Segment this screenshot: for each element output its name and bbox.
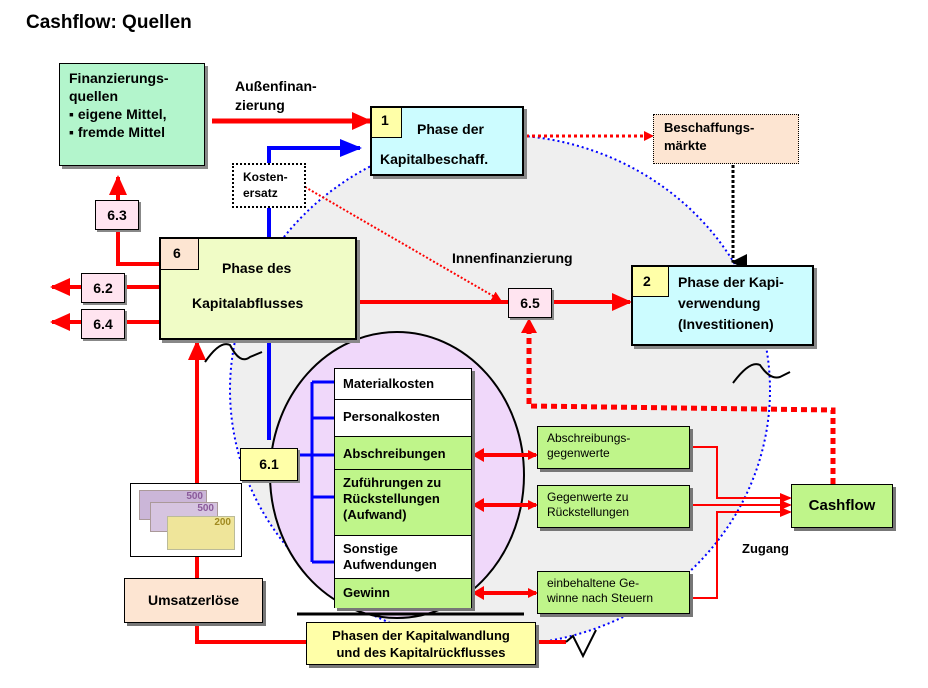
finanzierungsquellen-box: Finanzierungs- quellen ▪ eigene Mittel, … <box>59 63 205 166</box>
cost-item-label: Sonstige <box>343 541 398 556</box>
phase1-line1: Phase der <box>417 121 484 137</box>
phase2-box: 2 Phase der Kapi- verwendung (Investitio… <box>631 265 814 346</box>
kostenersatz-box: Kosten- ersatz <box>232 163 306 208</box>
phase1-box: 1 Phase der Kapitalbeschaff. <box>370 106 524 176</box>
cashflow-box: Cashflow <box>791 484 893 528</box>
cost-item-sonstige: Sonstige Aufwendungen <box>335 536 471 579</box>
umsatzerloese-box: Umsatzerlöse <box>124 578 263 623</box>
phasen-kapitalwandlung-box: Phasen der Kapitalwandlung und des Kapit… <box>306 622 536 665</box>
beschaffungsmaerkte-line2: märkte <box>664 138 707 153</box>
banknote-value: 500 <box>197 503 214 514</box>
phase6-line1: Phase des <box>222 260 292 276</box>
beschaffungsmaerkte-line1: Beschaffungs- <box>664 120 755 135</box>
phase1-number: 1 <box>372 108 402 138</box>
kostenersatz-arrow <box>267 139 362 440</box>
phase6-box: 6 Phase des Kapitalabflusses <box>159 237 357 340</box>
phase2-line2: verwendung <box>678 295 761 311</box>
page-title: Cashflow: Quellen <box>26 12 192 33</box>
phase2-number: 2 <box>633 267 669 297</box>
finanzierungsquellen-title-1: Finanzierungs- <box>69 70 169 86</box>
marker-6-3: 6.3 <box>95 200 139 230</box>
zugang-label: Zugang <box>742 541 789 556</box>
phase1-line2: Kapitalbeschaff. <box>380 151 489 167</box>
aussenfinanzierung-line-2: zierung <box>235 97 285 113</box>
kostenersatz-diagonal <box>304 186 502 302</box>
squiggle-bottom <box>565 629 597 659</box>
squiggle-right <box>732 363 791 384</box>
cost-item-gewinn: Gewinn <box>335 579 471 608</box>
aussenfinanzierung-line-1: Außenfinan- <box>235 78 317 94</box>
marker-6-2: 6.2 <box>81 273 125 303</box>
source-line2: Rückstellungen <box>547 505 630 519</box>
source-abschreibungsgegenwerte: Abschreibungs- gegenwerte <box>537 426 690 469</box>
phase2-line3: (Investitionen) <box>678 316 774 332</box>
cashflow-connectors <box>690 446 790 599</box>
squiggle-left <box>204 343 263 363</box>
double-arrow-heads-left <box>472 448 484 600</box>
cost-item-label: Aufwendungen <box>343 557 437 572</box>
bullet-fremde-mittel: ▪ fremde Mittel <box>69 124 165 140</box>
phase6-number: 6 <box>161 239 199 270</box>
source-einbehaltene-gewinne: einbehaltene Ge- winne nach Steuern <box>537 571 690 614</box>
cost-items-list: Materialkosten Personalkosten Abschreibu… <box>334 368 472 608</box>
phase2-lines: Phase der Kapi- verwendung (Investitione… <box>678 272 784 335</box>
phasen-line2: und des Kapitalrückflusses <box>336 645 506 660</box>
umsatz-return-line <box>188 340 312 644</box>
cost-item-abschreibungen: Abschreibungen <box>335 437 471 470</box>
marker-6-5: 6.5 <box>508 288 552 318</box>
phasen-line1: Phasen der Kapitalwandlung <box>332 628 510 643</box>
cost-item-label: Materialkosten <box>343 376 435 391</box>
cost-item-materialkosten: Materialkosten <box>335 369 471 400</box>
beschaffungsmaerkte-box: Beschaffungs- märkte <box>653 114 799 164</box>
cashflow-arrowheads <box>780 493 792 517</box>
source-line1: Abschreibungs- <box>547 431 631 445</box>
cost-item-label: (Aufwand) <box>343 507 407 522</box>
cost-item-label: Gewinn <box>343 585 390 600</box>
cost-item-label: Zuführungen zu <box>343 475 442 490</box>
innenfinanzierung-label: Innenfinanzierung <box>452 250 573 266</box>
banknote-200: 200 <box>167 516 235 550</box>
cost-item-personalkosten: Personalkosten <box>335 400 471 437</box>
euro-banknotes-image: 500 500 200 <box>130 483 242 557</box>
aussenfinanzierung-label: Außenfinan- zierung <box>235 77 317 115</box>
bullet-eigene-mittel: ▪ eigene Mittel, <box>69 106 167 122</box>
finanzierungsquellen-title-2: quellen <box>69 88 119 104</box>
source-line1: Gegenwerte zu <box>547 490 629 504</box>
phase2-line1: Phase der Kapi- <box>678 274 784 290</box>
kostenersatz-line1: Kosten- <box>243 170 288 184</box>
arrow-up-6-5 <box>521 318 537 333</box>
cost-bracket <box>300 380 334 564</box>
kostenersatz-line2: ersatz <box>243 186 278 200</box>
double-arrows <box>476 450 538 598</box>
marker-6-4: 6.4 <box>81 309 125 339</box>
source-gegenwerte-rueckstellungen: Gegenwerte zu Rückstellungen <box>537 485 690 528</box>
cost-item-label: Abschreibungen <box>343 446 446 461</box>
source-line1: einbehaltene Ge- <box>547 576 640 590</box>
cost-item-label: Personalkosten <box>343 409 440 424</box>
banknote-value: 500 <box>186 491 203 502</box>
phase6-line2: Kapitalabflusses <box>192 295 304 311</box>
marker-6-1: 6.1 <box>240 448 298 481</box>
source-line2: winne nach Steuern <box>547 591 654 605</box>
banknote-value: 200 <box>214 517 231 528</box>
cost-item-rueckstellungen: Zuführungen zu Rückstellungen (Aufwand) <box>335 470 471 536</box>
source-line2: gegenwerte <box>547 446 610 460</box>
cost-item-label: Rückstellungen <box>343 491 440 506</box>
